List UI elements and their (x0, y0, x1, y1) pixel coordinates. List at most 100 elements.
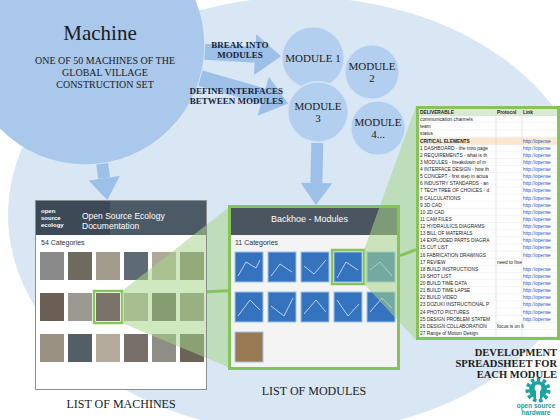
background-ellipse (8, 0, 560, 420)
table-cell: 10 2D CAD (420, 209, 444, 216)
link-cell: http://opense (523, 280, 551, 287)
link-cell: http://opense (523, 145, 551, 152)
table-cell: 12 HYDRAULICS DIAGRAMS (420, 223, 485, 230)
arrow-label: DEFINE INTERFACES BETWEEN MODULES (180, 86, 292, 106)
category-count: 11 Categories (235, 239, 335, 247)
note-cell: focus is on fi (497, 323, 524, 330)
table-cell: 22 BUILD VIDEO (420, 294, 457, 301)
table-header: DELIVERABLE (420, 109, 454, 116)
note-cell: need to fixe (497, 259, 522, 266)
link-cell: http://opense (523, 309, 551, 316)
module-circle: MODULE 3 (287, 81, 349, 143)
table-cell: 15 CUT LIST (420, 244, 448, 251)
table-cell: 23 DOZUKI INSTRUCTIONAL P (420, 301, 489, 308)
table-cell: 17 REVIEW (420, 259, 446, 266)
modules-screenshot: Backhoe - Modules11 CategoriesLIST OF MO… (228, 205, 400, 370)
machine-subtitle: ONE OF 50 MACHINES OF THE GLOBAL VILLAGE… (30, 55, 180, 91)
arrow-shaft (310, 143, 323, 183)
table-cell: 2 REQUIREMENTS - what is th (420, 152, 487, 159)
caption: LIST OF MACHINES (35, 397, 207, 411)
link-cell: http://opense (523, 273, 551, 280)
machine-title: Machine (55, 21, 145, 45)
module-label: MODULE 2 (348, 60, 396, 84)
link-cell: http://opense (523, 138, 551, 145)
table-header: Protocol (497, 109, 516, 116)
open-hardware-gear (528, 380, 549, 401)
screenshot-title: Backhoe - Modules (271, 214, 391, 225)
module-label: MODULE 1 (285, 52, 341, 64)
link-cell: http://opense (523, 152, 551, 159)
table-cell: 13 BILL OF MATERIALS (420, 230, 473, 237)
module-label: MODULE 3 (291, 100, 345, 124)
module-circle: MODULE 1 (281, 26, 345, 90)
machines-screenshot: open source ecology Open Source Ecology D… (35, 200, 207, 390)
table-cell: team (420, 123, 431, 130)
link-cell: http://opense (523, 287, 551, 294)
caption: LIST OF MODULES (228, 384, 400, 398)
link-cell: http://opense (523, 230, 551, 237)
link-cell: http://opense (523, 216, 551, 223)
arrow-label: BREAK INTO MODULES (205, 40, 275, 60)
link-cell: http://opense (523, 301, 551, 308)
spreadsheet-panel: DEVELOPMENT SPREADSHEET FOR EACH MODULED… (416, 106, 560, 340)
link-cell: http://opense (523, 195, 551, 202)
table-cell: 14 EXPLODED PARTS DIAGRA (420, 237, 489, 244)
block-arrow (205, 34, 281, 75)
table-cell: status (420, 130, 433, 137)
zoom-line (400, 250, 416, 256)
link-cell: http://opense (523, 180, 551, 187)
table-cell: communication channels (420, 116, 473, 123)
arrow-shaft (207, 289, 228, 293)
block-arrow (89, 164, 120, 200)
table-cell: 19 SHOT LIST (420, 273, 451, 280)
table-header: CRITICAL ELEMENTS (420, 138, 470, 145)
table-cell: 9 3D CAD (420, 202, 442, 209)
machine-circle: MachineONE OF 50 MACHINES OF THE GLOBAL … (0, 0, 205, 165)
table-cell: 27 Range of Motion Design (420, 330, 478, 337)
table-cell: 16 FABRICATION DRAWINGS (420, 252, 486, 259)
block-arrow (301, 143, 333, 205)
table-cell: 7 TECH TREE OF CHOICES - d (420, 187, 489, 194)
link-cell: http://opense (523, 223, 551, 230)
zoom-wedge (122, 208, 228, 367)
table-cell: 18 BUILD INSTRUCTIONS (420, 266, 478, 273)
link-cell: http://opense (523, 266, 551, 273)
module-circle: MODULE 2 (344, 44, 400, 100)
link-cell: http://opense (523, 294, 551, 301)
table-cell: 25 DESIGN PROBLEM STATEM (420, 316, 490, 323)
arrow-head (89, 176, 120, 200)
module-circle: MODULE 4... (350, 100, 406, 156)
table-cell: 1 DASHBOARD - the intro page (420, 145, 488, 152)
link-cell: http://opense (523, 202, 551, 209)
category-count: 54 Categories (41, 239, 141, 247)
table-cell: 6 INDUSTRY STANDARDS - an (420, 180, 489, 187)
link-cell: http://opense (523, 187, 551, 194)
arrow-head (301, 183, 333, 205)
link-cell: http://opense (523, 209, 551, 216)
link-cell: http://opense (523, 244, 551, 251)
table-cell: 26 DESIGN COLLABORATION (420, 323, 487, 330)
module-label: MODULE 4... (354, 116, 402, 140)
screenshot-logo-text: open source ecology (41, 208, 75, 229)
link-cell: http://opense (523, 252, 551, 259)
link-cell: http://opense (523, 173, 551, 180)
screenshot-title: Open Source Ecology Documentation (82, 211, 204, 231)
table-cell: 8 CALCULATIONS (420, 195, 460, 202)
table-cell: 3 MODULES - breakdown of m (420, 159, 486, 166)
caption: DEVELOPMENT SPREADSHEET FOR EACH MODULE (427, 347, 557, 380)
table-header: Link (523, 109, 533, 116)
table-cell: 21 BUILD TIME LAPSE (420, 287, 470, 294)
table-cell: 24 PHOTO PICTURES (420, 309, 469, 316)
link-cell: http://opense (523, 237, 551, 244)
spreadsheet-art (416, 106, 560, 340)
arrow-shaft (400, 250, 416, 256)
logo-text: open source hardware (512, 402, 560, 416)
arrow-shaft (102, 164, 104, 178)
table-cell: 20 BUILD TIME DATA (420, 280, 467, 287)
zoom-line (207, 290, 228, 292)
table-cell: 4 INTERFACE DESIGN - how th (420, 166, 489, 173)
link-cell: http://opense (523, 166, 551, 173)
link-cell: http://opense (523, 316, 551, 323)
link-cell: http://opense (523, 159, 551, 166)
